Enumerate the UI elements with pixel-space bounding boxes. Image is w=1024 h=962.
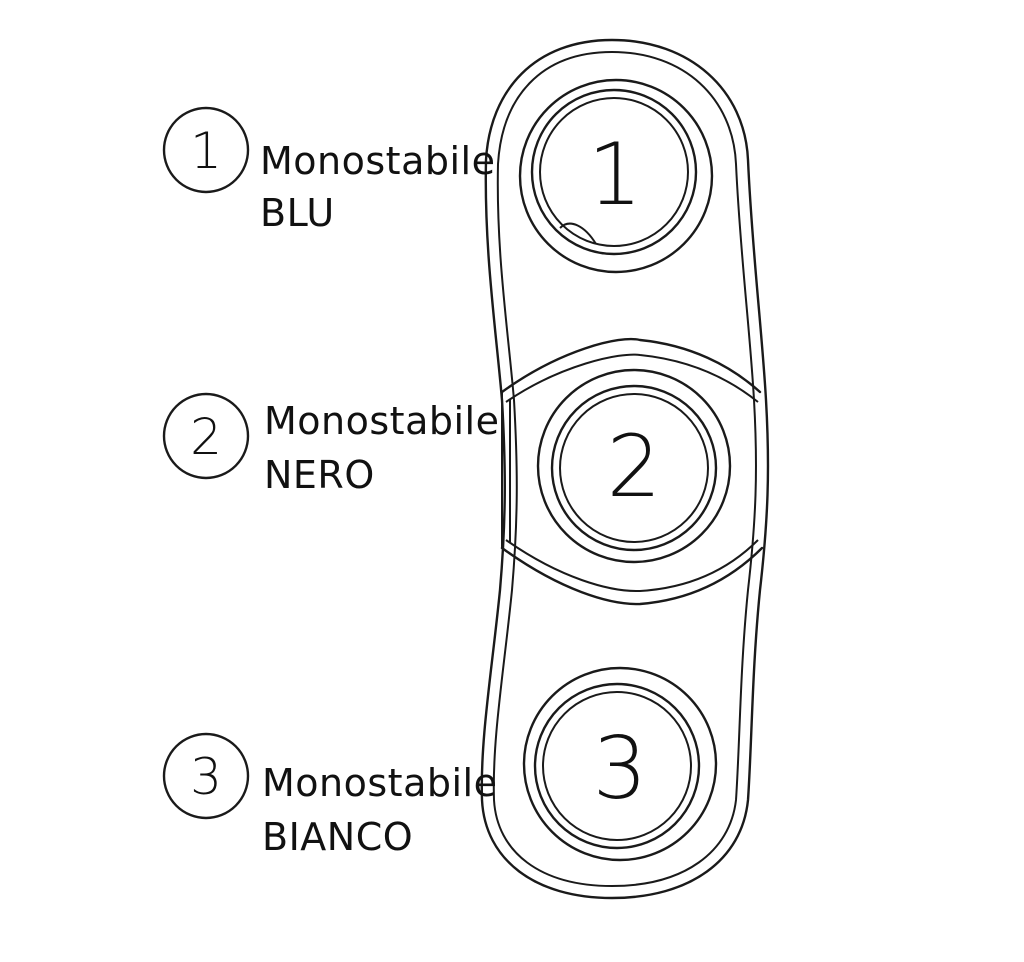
legend-2-circle <box>162 392 250 480</box>
housing-outline <box>480 38 770 900</box>
button-1-number: 1 <box>588 125 643 225</box>
legend-2-number: 2 <box>190 408 222 466</box>
legend-1-number: 1 <box>190 122 222 180</box>
button-3: 3 <box>522 666 718 862</box>
button-2-number: 2 <box>607 417 662 517</box>
legend-1-circle <box>162 106 250 194</box>
button-3-number: 3 <box>593 719 648 819</box>
button-1: 1 <box>518 78 714 274</box>
button-2: 2 <box>536 368 732 564</box>
legend-1-line2: BLU <box>260 191 335 235</box>
middle-section-seams <box>500 337 764 606</box>
legend-2-line1: Monostabile <box>264 399 499 443</box>
legend-1-line1: Monostabile <box>260 139 495 183</box>
legend-3-number: 3 <box>190 748 222 806</box>
legend-2-line2: NERO <box>264 453 375 497</box>
legend-3-line2: BIANCO <box>262 815 413 859</box>
legend-3-line1: Monostabile <box>262 761 497 805</box>
legend-item-2: 2 Monostabile NERO <box>162 392 499 497</box>
legend-item-3: 3 Monostabile BIANCO <box>162 732 497 859</box>
legend-3-circle <box>162 732 250 820</box>
legend-item-1: 1 Monostabile BLU <box>162 106 495 235</box>
